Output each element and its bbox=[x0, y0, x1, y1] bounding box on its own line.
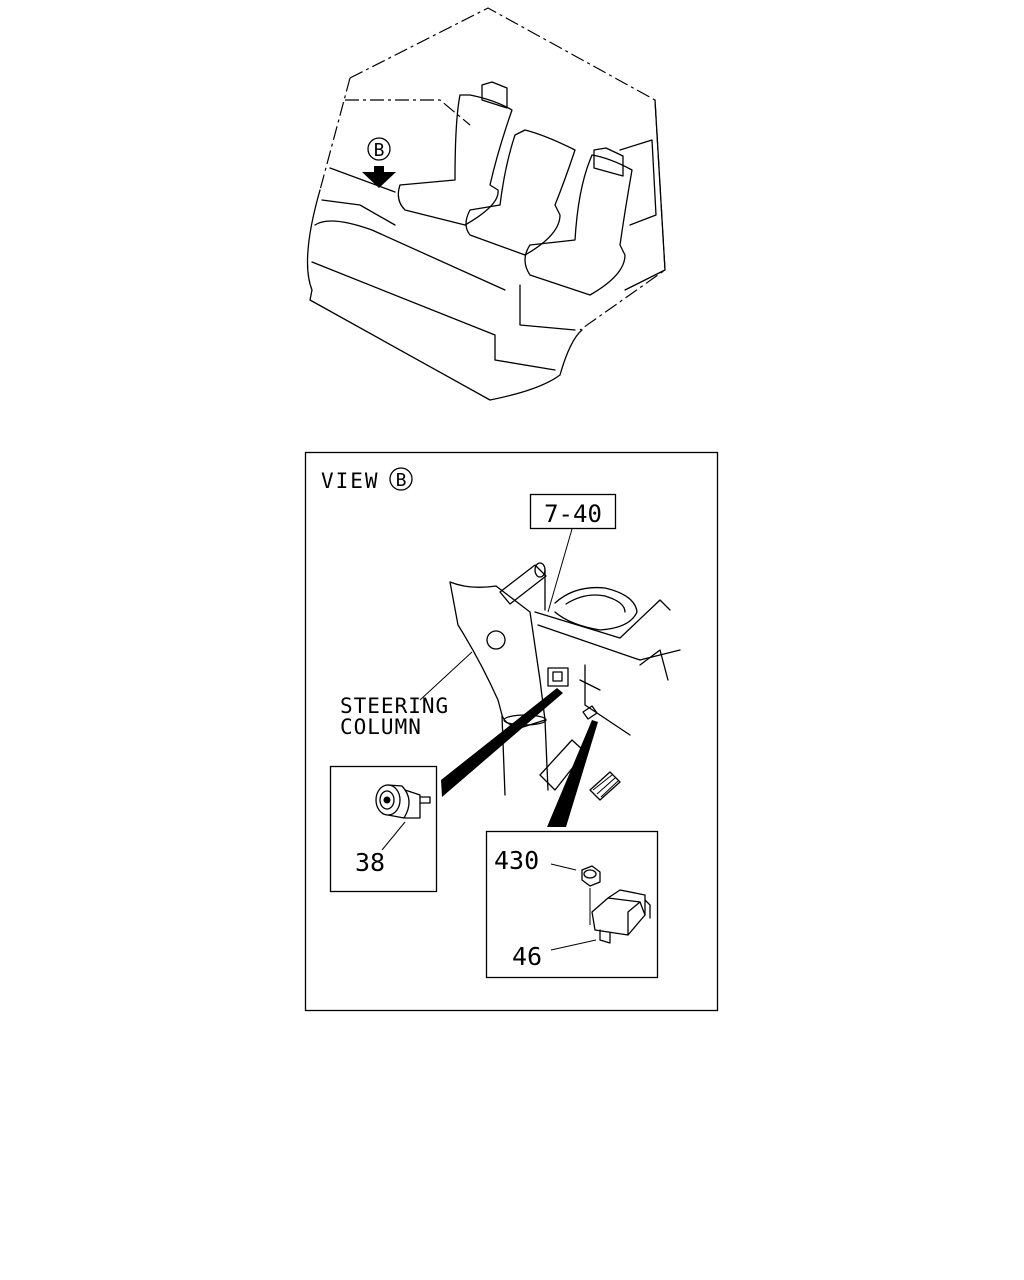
view-arrow-icon bbox=[362, 166, 396, 188]
cab-illustration: B bbox=[306, 7, 666, 401]
inset-38 bbox=[329, 765, 438, 893]
part-430-drawing bbox=[581, 865, 601, 887]
view-marker: B bbox=[396, 470, 407, 491]
part-38-drawing bbox=[375, 784, 431, 819]
cab-view-marker: B bbox=[374, 140, 385, 161]
dashboard-illustration bbox=[449, 562, 681, 801]
detail-frame bbox=[304, 451, 719, 1012]
ref-box bbox=[529, 493, 617, 530]
callout-wedge-38 bbox=[441, 688, 563, 797]
part-430-label: 430 bbox=[494, 846, 539, 875]
callout-wedge-46 bbox=[547, 720, 598, 827]
steering-label-line2: COLUMN bbox=[340, 715, 422, 739]
part-38-label: 38 bbox=[355, 848, 385, 877]
part-46-label: 46 bbox=[512, 942, 542, 971]
steering-label-line1: STEERING bbox=[340, 694, 449, 718]
ref-box-label: 7-40 bbox=[544, 500, 602, 528]
part-46-drawing bbox=[591, 889, 651, 944]
inset-430-46 bbox=[485, 830, 659, 979]
view-label: VIEW bbox=[321, 469, 380, 493]
